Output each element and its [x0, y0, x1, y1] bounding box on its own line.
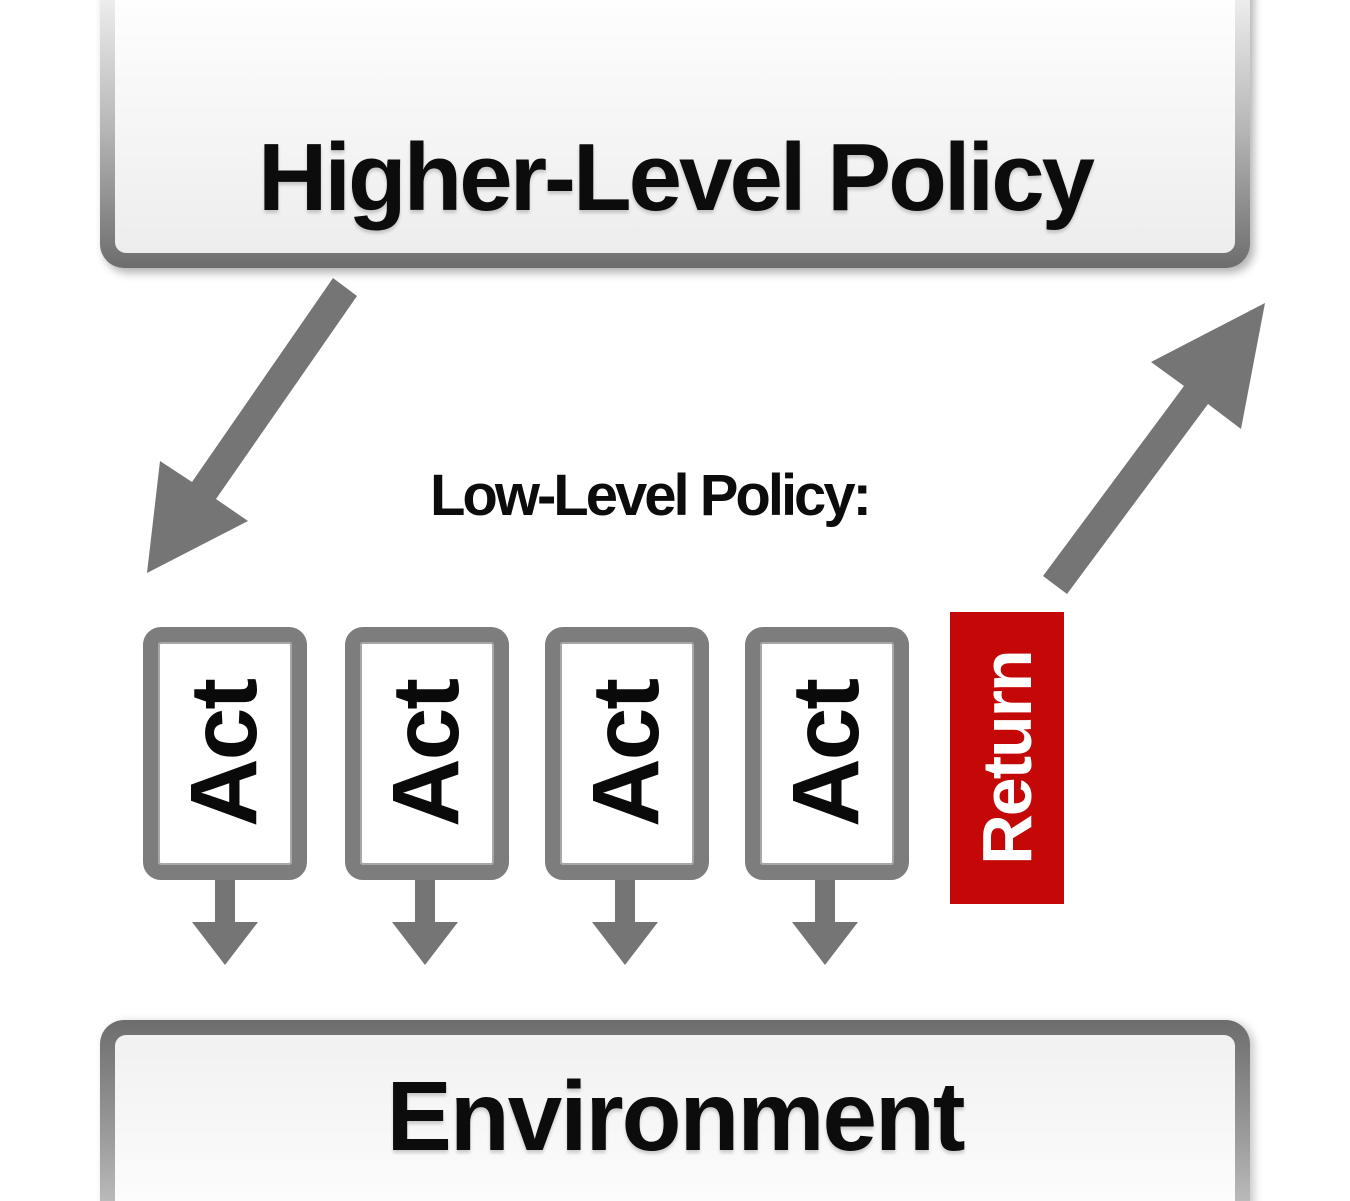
- act-down-arrow: [592, 872, 658, 965]
- environment-fill: Environment: [115, 1035, 1235, 1201]
- environment-label: Environment: [386, 1061, 966, 1171]
- return-label: Return: [968, 651, 1046, 865]
- higher-level-policy-label: Higher-Level Policy: [258, 124, 1095, 232]
- higher-level-policy-fill: Higher-Level Policy: [115, 0, 1235, 253]
- higher-level-policy-box: Higher-Level Policy: [100, 0, 1250, 268]
- act-down-arrow: [392, 872, 458, 965]
- act-box: Act: [345, 627, 509, 880]
- act-label: Act: [773, 679, 880, 828]
- act-box: Act: [143, 627, 307, 880]
- environment-box: Environment: [100, 1020, 1250, 1201]
- act-down-arrow: [792, 872, 858, 965]
- up-right-arrow: [1043, 303, 1265, 594]
- low-level-policy-label: Low-Level Policy:: [430, 463, 872, 528]
- act-label: Act: [171, 679, 278, 828]
- act-box: Act: [745, 627, 909, 880]
- act-down-arrow: [192, 872, 258, 965]
- return-box: Return: [950, 612, 1064, 904]
- act-label: Act: [373, 679, 480, 828]
- act-box: Act: [545, 627, 709, 880]
- down-left-arrow: [147, 278, 357, 573]
- act-label: Act: [573, 679, 680, 828]
